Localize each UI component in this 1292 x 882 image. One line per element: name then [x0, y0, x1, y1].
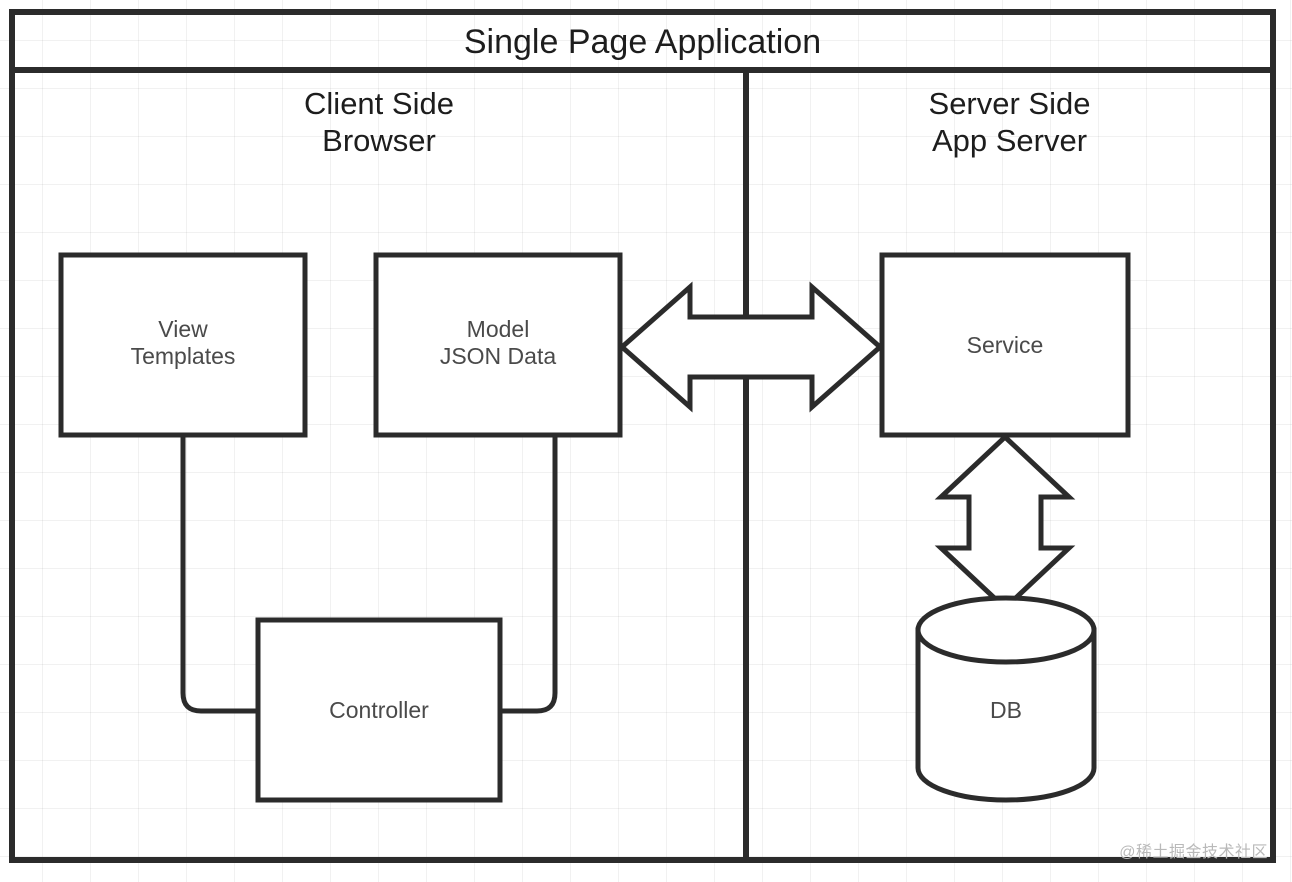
- connector-view-controller: [180, 435, 258, 714]
- connector-model-controller: [500, 435, 558, 714]
- node-db-shape: [915, 595, 1097, 803]
- arrow-model-service: [618, 281, 884, 413]
- outer-frame: [9, 9, 1276, 863]
- node-controller-shape: [255, 617, 503, 803]
- watermark-text: @稀土掘金技术社区: [1119, 844, 1268, 861]
- arrow-service-db: [934, 433, 1076, 612]
- node-view-shape: [58, 252, 308, 438]
- node-service-shape: [879, 252, 1131, 438]
- node-model-shape: [373, 252, 623, 438]
